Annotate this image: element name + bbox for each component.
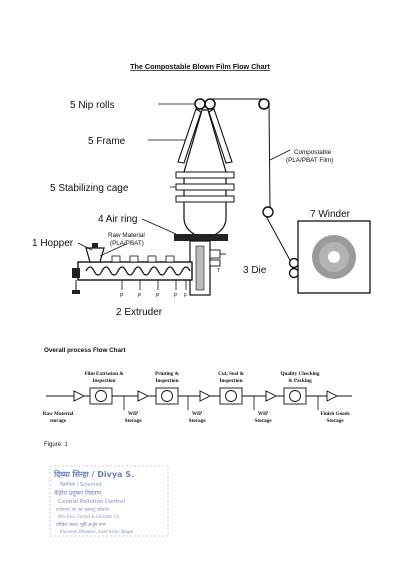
die-heater-1 — [209, 249, 221, 259]
label-die: 3 Die — [243, 265, 267, 276]
pressure-sensors — [121, 280, 187, 290]
label-winder: 7 Winder — [310, 209, 351, 220]
air-ring — [174, 234, 228, 241]
storage-sublabel-3: Storage — [189, 418, 207, 424]
blown-film-diagram: T P P P P F — [72, 98, 371, 299]
frame-right — [208, 108, 233, 164]
stamp-line-2: वैज्ञानिक / Scientist — [60, 481, 102, 488]
die-sensor-label: T — [217, 268, 221, 274]
storage-sublabel-5: Storage — [327, 418, 345, 424]
pressure-label-3: P — [156, 293, 160, 299]
label-hopper: 1 Hopper — [32, 238, 74, 249]
stamp-line-3: केंद्रीय प्रदूषण नियंत्रण — [54, 489, 102, 497]
figure-caption: Figure: 1 — [44, 442, 68, 448]
cage-ring-1 — [175, 171, 235, 179]
step-sublabel-2: Inspection — [155, 378, 178, 384]
pressure-label-2: P — [138, 293, 142, 299]
step-label-3: Cut, Seal & — [218, 371, 244, 377]
step-label-1: Film Extrusion & — [84, 371, 124, 377]
storage-sublabel-1: storage — [50, 418, 67, 424]
storage-triangle-1 — [73, 390, 86, 402]
step-sublabel-1: Inspection — [92, 378, 115, 384]
storage-label-1: Raw Material — [43, 411, 74, 417]
pointer-film — [269, 149, 291, 161]
nip-roll-right — [204, 98, 216, 110]
storage-triangle-5 — [326, 390, 339, 402]
stamp-border — [49, 465, 169, 537]
operation-circle-4 — [289, 390, 301, 402]
label-raw-material-type: (PLA/PBAT) — [110, 240, 144, 247]
storage-triangle-3 — [199, 390, 212, 402]
process-heading: Overall process Flow Chart — [44, 347, 126, 354]
operation-circle-3 — [225, 390, 237, 402]
label-extruder: 2 Extruder — [116, 307, 163, 318]
winder-core — [328, 251, 340, 263]
guide-roll-middle — [262, 206, 274, 218]
label-frame: 5 Frame — [88, 136, 126, 147]
frame-left — [177, 108, 202, 164]
filter-label: F — [184, 293, 187, 299]
stamp-line-1: दिव्या सिन्हा / Divya S. — [53, 469, 134, 479]
storage-label-3: WIP — [192, 411, 203, 417]
extruder-barrel — [77, 261, 193, 281]
stamp-line-6: M/o Env, Forest & Climate Ch. — [58, 514, 121, 519]
pressure-label-1: P — [120, 293, 124, 299]
extruder-motor — [72, 268, 80, 278]
storage-sublabel-4: Storage — [255, 418, 273, 424]
guide-roll-lower — [288, 257, 300, 269]
step-label-2: Printing & — [155, 371, 180, 377]
step-sublabel-3: Inspection — [219, 378, 242, 384]
label-stabilizing-cage: 5 Stabilizing cage — [50, 183, 129, 194]
barrel-heaters — [111, 255, 175, 263]
storage-triangle-2 — [137, 390, 150, 402]
step-sublabel-4: & Packing — [288, 378, 312, 384]
die-core — [195, 245, 205, 291]
extruder-screw — [85, 266, 191, 276]
storage-triangle-4 — [265, 390, 278, 402]
operation-circle-2 — [161, 390, 173, 402]
stamp-line-7: परिवेश भवन, पूर्वी अर्जुन नगर — [56, 521, 106, 528]
operation-circle-1 — [95, 390, 107, 402]
label-air-ring: 4 Air ring — [98, 214, 137, 225]
process-flow — [46, 387, 352, 410]
guide-roll-bottom — [288, 267, 300, 279]
film-path-right — [268, 103, 271, 209]
storage-label-2: WIP — [128, 411, 139, 417]
motor-base — [72, 290, 80, 294]
cage-ring-2 — [175, 183, 235, 191]
guide-roll-top — [258, 98, 270, 110]
pointer-raw-material — [99, 243, 127, 257]
pointer-hopper — [77, 242, 93, 251]
nip-roll-left — [194, 98, 206, 110]
label-raw-material: Raw Material — [108, 232, 145, 239]
stamp-line-8: Parivesh Bhawan, East Arjun Nagar — [60, 529, 134, 534]
storage-label-4: WIP — [258, 411, 269, 417]
storage-label-5: Finish Goods — [320, 411, 349, 417]
page-title: The Compostable Blown Film Flow Chart — [130, 62, 270, 71]
label-film: Compostable — [294, 149, 332, 156]
official-stamp: दिव्या सिन्हा / Divya S. वैज्ञानिक / Sci… — [49, 465, 169, 537]
label-nip-rolls: 5 Nip rolls — [70, 100, 114, 111]
stamp-line-4: Central Pollution Control — [58, 499, 125, 505]
pointer-air-ring — [141, 218, 177, 235]
cage-ring-3 — [175, 195, 235, 203]
pressure-label-4: P — [174, 293, 178, 299]
step-label-4: Quality Checking — [280, 371, 319, 377]
stamp-line-5: पर्यावरण, वन एवं जलवायु परिवर्तन — [56, 507, 110, 513]
storage-sublabel-2: Storage — [125, 418, 143, 424]
die-heater-2 — [209, 259, 221, 267]
hopper-top — [92, 243, 98, 248]
film-path-diagonal — [265, 215, 292, 263]
label-film-type: (PLA/PBAT Film) — [286, 157, 333, 164]
